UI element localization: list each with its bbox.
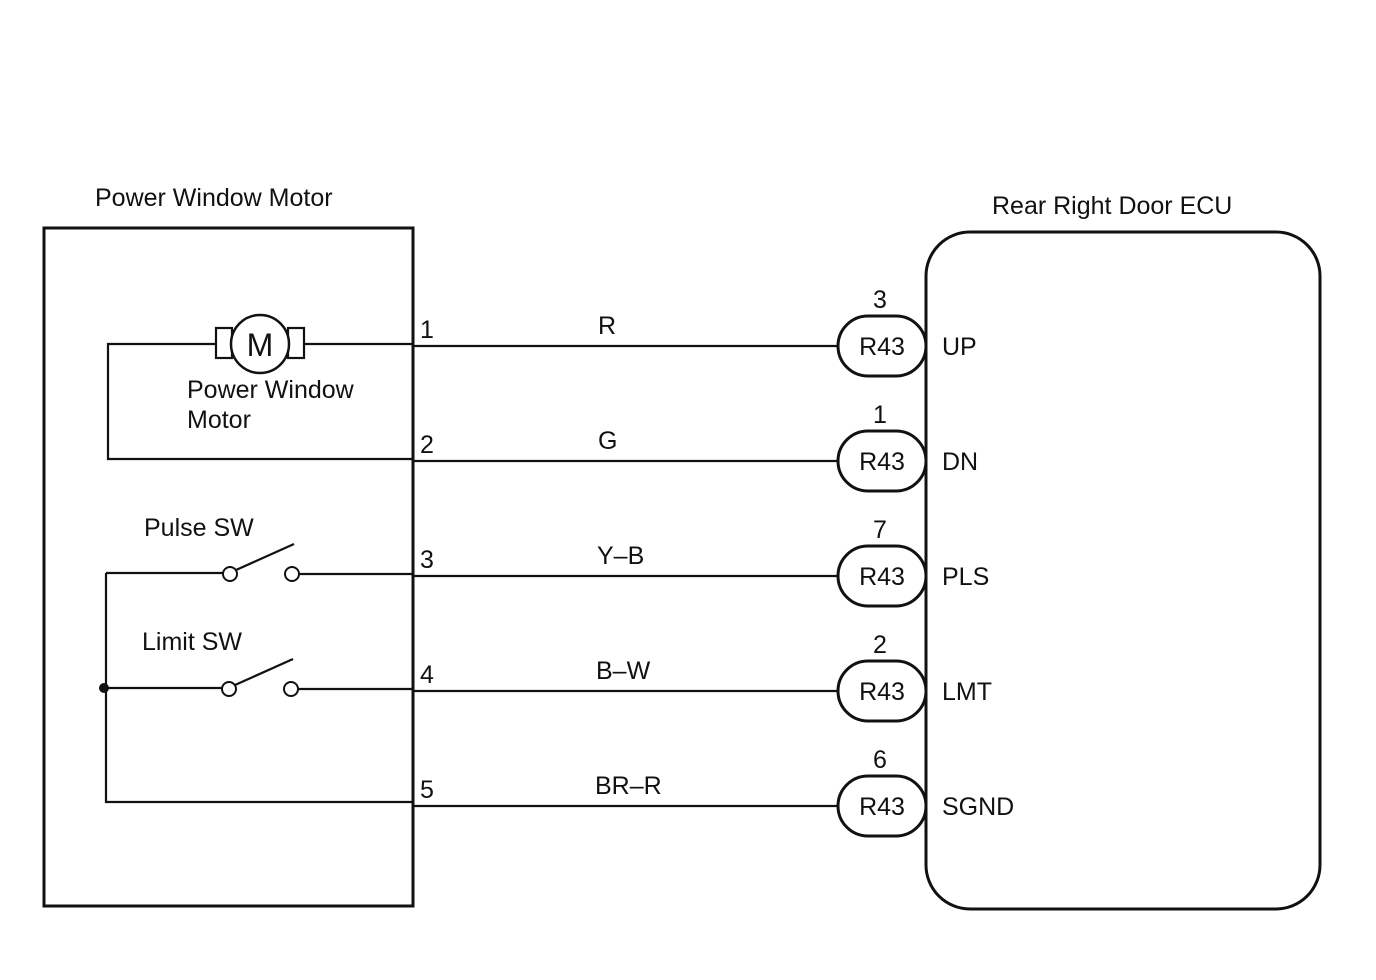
- limit-switch-label: Limit SW: [142, 628, 242, 656]
- ecu-signal-label: DN: [942, 448, 978, 476]
- ecu-pin-label: 1: [873, 401, 887, 429]
- pulse-switch-label: Pulse SW: [144, 514, 254, 542]
- ecu-signal-label: LMT: [942, 678, 992, 706]
- motor-pin-label: 3: [420, 546, 434, 574]
- ecu-pin-label: 2: [873, 631, 887, 659]
- motor-pin-label: 4: [420, 661, 434, 689]
- connector-label: R43: [859, 563, 905, 591]
- connector-label: R43: [859, 333, 905, 361]
- pulse-switch-contact-left: [222, 566, 238, 582]
- connector-label: R43: [859, 793, 905, 821]
- wire-color-label: G: [598, 427, 617, 455]
- wire-color-label: Y–B: [597, 542, 644, 570]
- connector-capsule: [836, 659, 928, 723]
- ecu-pin-label: 3: [873, 286, 887, 314]
- motor-pin-label: 5: [420, 776, 434, 804]
- ecu-pin-label: 7: [873, 516, 887, 544]
- motor-pin-label: 2: [420, 431, 434, 459]
- limit-switch-lever: [234, 657, 294, 687]
- ecu-signal-label: UP: [942, 333, 977, 361]
- motor-icon: [229, 313, 291, 375]
- ecu-component-title: Rear Right Door ECU: [992, 192, 1232, 220]
- switch-common-bus: [104, 573, 413, 804]
- limit-switch-contact-right: [283, 681, 299, 697]
- limit-switch-contact-left: [221, 681, 237, 697]
- connector-capsule: [836, 314, 928, 378]
- junction-dot: [99, 683, 109, 693]
- ecu-signal-label: PLS: [942, 563, 989, 591]
- motor-pin-label: 1: [420, 316, 434, 344]
- motor-brush-left: [214, 326, 234, 360]
- connector-label: R43: [859, 678, 905, 706]
- connector-label: R43: [859, 448, 905, 476]
- motor-brush-right: [286, 326, 306, 360]
- motor-component-box: [42, 226, 415, 908]
- motor-component-title: Power Window Motor: [95, 184, 333, 212]
- ecu-pin-label: 6: [873, 746, 887, 774]
- connector-capsule: [836, 774, 928, 838]
- ecu-signal-label: SGND: [942, 793, 1014, 821]
- wire-color-label: B–W: [596, 657, 651, 685]
- motor-label-line1: Power Window: [187, 376, 355, 404]
- pulse-switch-lever: [235, 542, 295, 572]
- connector-capsule: [836, 544, 928, 608]
- wire-color-label: R: [598, 312, 616, 340]
- pulse-switch-contact-right: [284, 566, 300, 582]
- motor-label-line2: Motor: [187, 406, 251, 434]
- motor-loop-wire: [106, 342, 413, 461]
- motor-symbol-letter: M: [247, 327, 274, 363]
- wire-color-label: BR–R: [595, 772, 662, 800]
- connector-capsule: [836, 429, 928, 493]
